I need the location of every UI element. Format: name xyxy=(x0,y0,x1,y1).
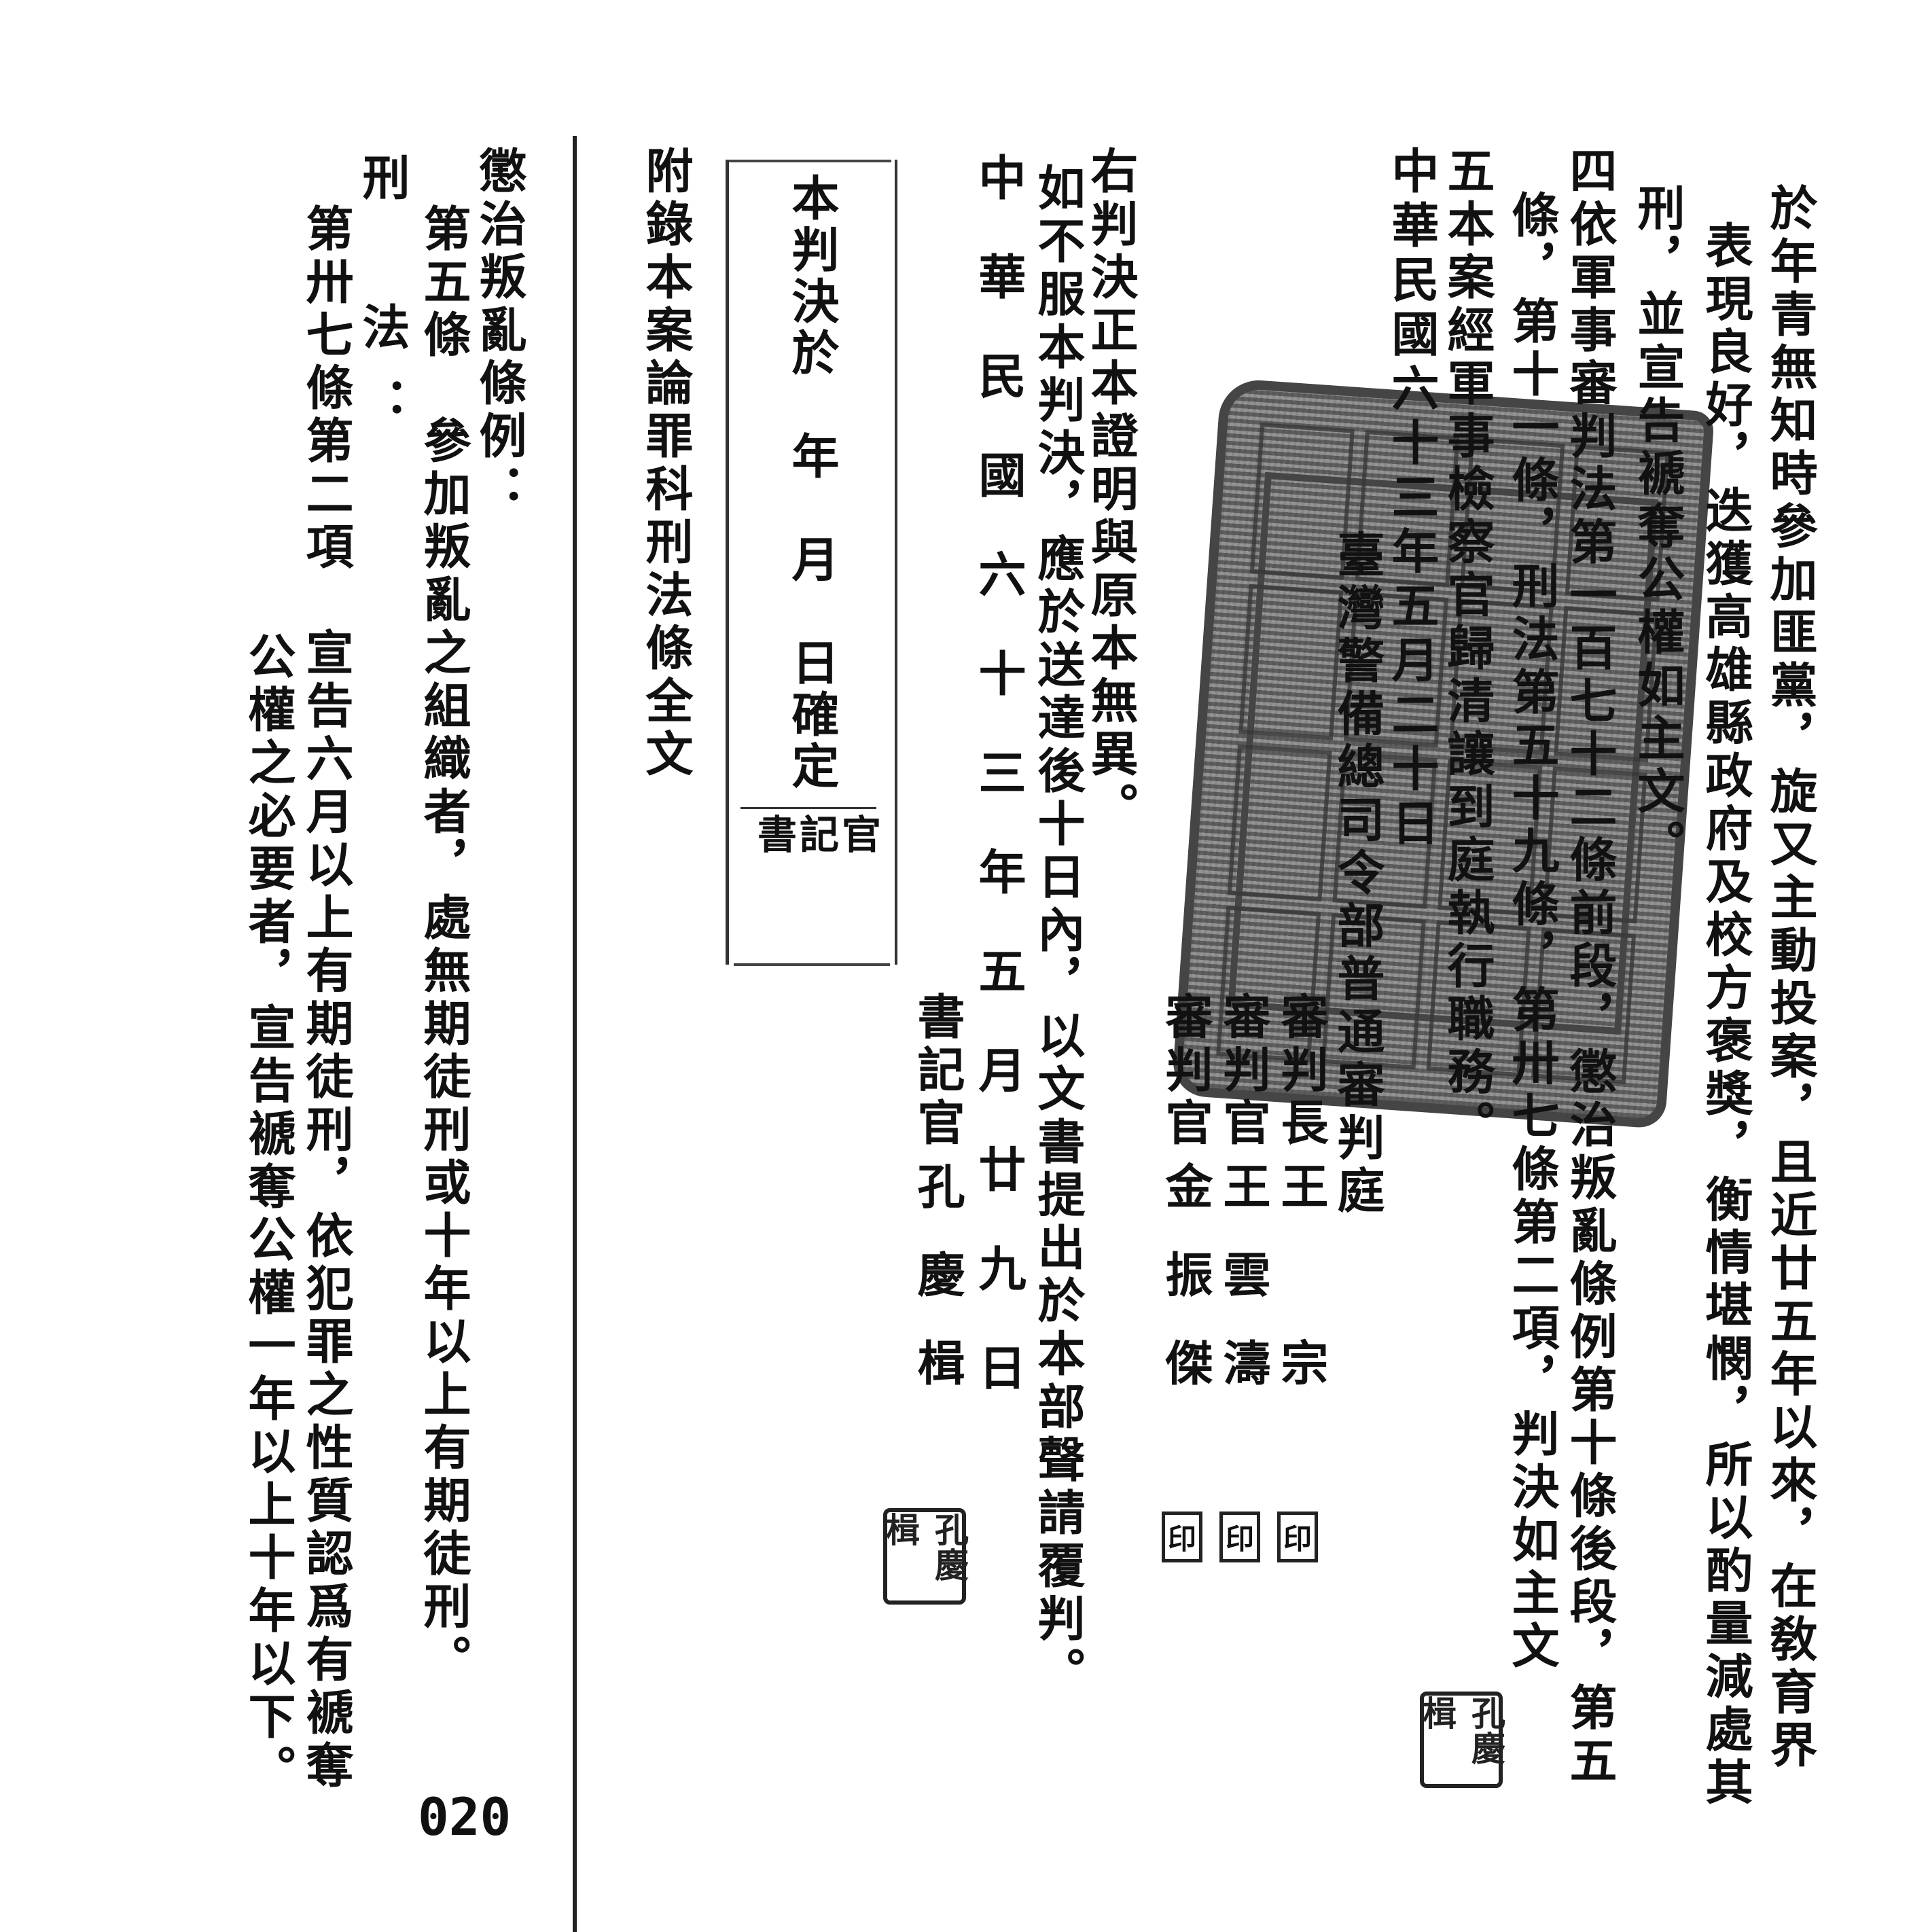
law2-article: 第卅七條第二項 宣告六月以上有期徒刑，依犯罪之性質認爲有褫奪 xyxy=(298,204,355,1793)
reason-item-5: 五本案經軍事檢察官歸清讓到庭執行職務。 xyxy=(1440,146,1496,1153)
law2-article-cont: 公權之必要者，宣告褫奪公權一年以上十年以下。 xyxy=(240,632,297,1797)
box-divider xyxy=(740,807,876,809)
judgment-date: 中華民國六十三年五月二十日 xyxy=(1384,146,1440,853)
finality-box xyxy=(726,160,897,965)
clerk-seal-stamp: 孔慶楫 xyxy=(1417,1692,1506,1788)
court-name: 臺灣警備總司令部普通審判庭 xyxy=(1329,530,1386,1219)
law2-name: 刑 法： xyxy=(355,153,411,452)
page-number: 020 xyxy=(418,1787,512,1847)
appeal-notice: 如不服本判決，應於送達後十日內，以文書提出於本部聲請覆判。 xyxy=(1030,163,1086,1700)
clerk-name-seal: 孔慶楫 xyxy=(880,1508,969,1605)
reason-item-4: 四依軍事審判法第一百七十二條前段，懲治叛亂條例第十條後段，第五 xyxy=(1562,146,1618,1789)
finality-text: 本判決於 年 月 日確定 xyxy=(784,173,840,793)
box-bottom-border xyxy=(734,963,890,966)
judge-2-title: 審判官 xyxy=(1158,992,1214,1151)
reason-line-3: 刑，並宣告褫奪公權如主文。 xyxy=(1630,183,1686,872)
page-fold-line xyxy=(573,136,577,1932)
presiding-judge-title: 審判長 xyxy=(1273,992,1329,1151)
judge-1-seal: 印 xyxy=(1219,1511,1261,1562)
law1-article: 第五條 參加叛亂之組織者，處無期徒刑或十年以上有期徒刑。 xyxy=(416,204,472,1687)
reason-item-4-cont: 條，第十一條，刑法第五十九條，第卅七條第二項，判決如主文 xyxy=(1504,190,1560,1674)
judge-1-title: 審判官 xyxy=(1215,992,1272,1151)
box-top-border xyxy=(726,160,891,162)
judge-1-name: 王雲濤 xyxy=(1215,1162,1272,1427)
clerk-title: 書記官 xyxy=(910,992,966,1151)
presiding-judge-seal: 印 xyxy=(1277,1511,1319,1562)
judge-2-seal: 印 xyxy=(1162,1511,1203,1562)
judge-2-name: 金振傑 xyxy=(1158,1162,1214,1427)
certification-statement: 右判決正本證明與原本無異。 xyxy=(1083,146,1139,835)
finality-clerk-label: 書記官 xyxy=(757,812,885,858)
certification-date: 中華民國六十三年五月廿九日 xyxy=(971,153,1027,1442)
appendix-title: 附錄本案論罪科刑法條全文 xyxy=(638,146,694,782)
clerk-name: 孔慶楫 xyxy=(910,1162,966,1427)
law1-name: 懲治叛亂條例： xyxy=(471,146,528,517)
reason-line-1: 於年青無知時參加匪黨，旋又主動投案，且近廿五年以來，在敎育界 xyxy=(1762,183,1819,1773)
reason-line-2: 表現良好，迭獲高雄縣政府及校方褒獎，衡情堪憫，所以酌量減處其 xyxy=(1698,221,1754,1810)
presiding-judge-name: 王 宗 xyxy=(1273,1162,1329,1427)
